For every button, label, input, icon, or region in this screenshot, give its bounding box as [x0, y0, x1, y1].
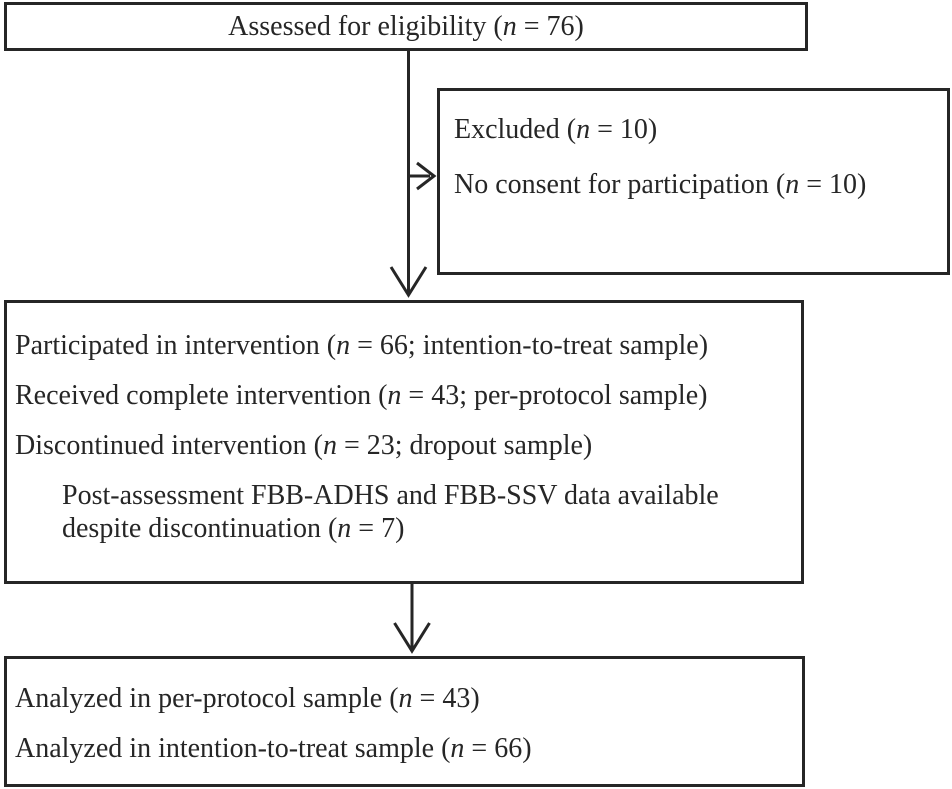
- excluded-text: Excluded (n = 10): [454, 113, 939, 146]
- text-pre: Received complete intervention (: [15, 380, 388, 411]
- n-variable: n: [450, 733, 465, 764]
- text-post: = 7): [351, 513, 405, 544]
- text-post: = 23; dropout sample): [336, 430, 593, 461]
- no-consent-text: No consent for participation (n = 10): [454, 168, 939, 201]
- arrow-intervention-to-analyzed-head: [393, 622, 431, 654]
- text-pre: Participated in intervention (: [15, 330, 337, 361]
- text-pre: Analyzed in per-protocol sample (: [15, 683, 399, 714]
- n-variable: n: [387, 380, 402, 411]
- analyzed-per-protocol-text: Analyzed in per-protocol sample (n = 43): [15, 682, 796, 715]
- text-post: = 76): [516, 11, 584, 42]
- analyzed-itt-text: Analyzed in intention-to-treat sample (n…: [15, 732, 796, 765]
- n-variable: n: [336, 330, 351, 361]
- text-post: = 43): [412, 683, 480, 714]
- text-post: = 66; intention-to-treat sample): [350, 330, 709, 361]
- text-post: = 10): [799, 169, 867, 200]
- arrow-to-excluded-head: [416, 161, 437, 191]
- discontinued-text: Discontinued intervention (n = 23; dropo…: [15, 429, 797, 462]
- text-pre: Discontinued intervention (: [15, 430, 323, 461]
- text-pre: Excluded (: [454, 114, 577, 145]
- n-variable: n: [502, 11, 517, 42]
- n-variable: n: [576, 114, 591, 145]
- text-pre: Analyzed in intention-to-treat sample (: [15, 733, 451, 764]
- post-assessment-text: Post-assessment FBB-ADHS and FBB-SSV dat…: [62, 479, 777, 545]
- text-pre: Post-assessment FBB-ADHS and FBB-SSV dat…: [62, 480, 719, 544]
- assessed-eligibility-box: Assessed for eligibility (n = 76): [4, 2, 808, 51]
- participated-text: Participated in intervention (n = 66; in…: [15, 329, 797, 362]
- n-variable: n: [337, 513, 352, 544]
- text-post: = 66): [464, 733, 532, 764]
- text-post: = 43; per-protocol sample): [401, 380, 708, 411]
- assessed-eligibility-text: Assessed for eligibility (n = 76): [228, 10, 584, 43]
- n-variable: n: [785, 169, 800, 200]
- n-variable: n: [398, 683, 413, 714]
- text-post: = 10): [590, 114, 658, 145]
- arrow-assessed-to-intervention-head: [389, 266, 428, 298]
- excluded-box: Excluded (n = 10) No consent for partici…: [437, 88, 950, 275]
- intervention-box: Participated in intervention (n = 66; in…: [4, 300, 804, 584]
- n-variable: n: [322, 430, 337, 461]
- text-pre: No consent for participation (: [454, 169, 786, 200]
- text-pre: Assessed for eligibility (: [228, 11, 503, 42]
- received-complete-text: Received complete intervention (n = 43; …: [15, 379, 797, 412]
- analyzed-box: Analyzed in per-protocol sample (n = 43)…: [4, 656, 805, 787]
